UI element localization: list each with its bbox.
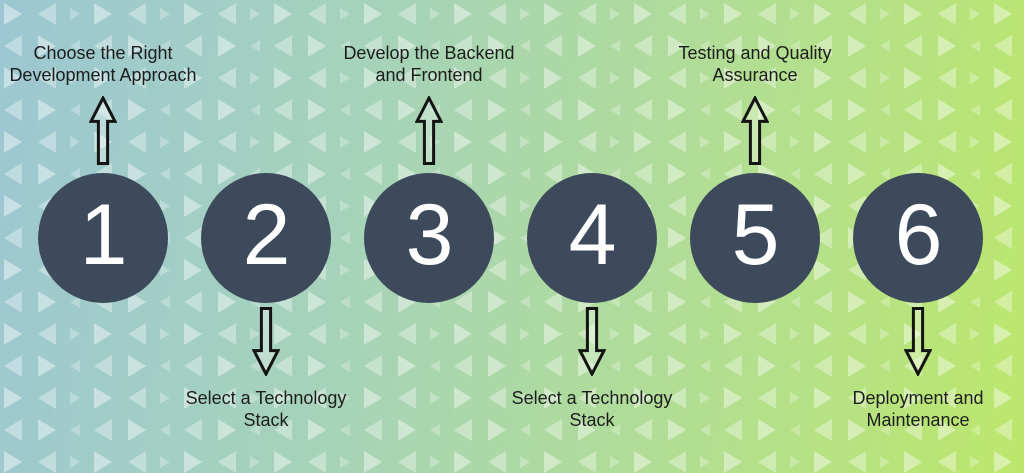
step-label: Select a Technology Stack xyxy=(156,387,376,431)
arrow-up-icon xyxy=(415,96,443,165)
step-circle: 1 xyxy=(38,173,168,303)
arrow-up-icon xyxy=(741,96,769,165)
step-2: 2 Select a Technology Stack xyxy=(156,0,376,473)
step-label-line: Stack xyxy=(243,410,289,430)
step-label-line: Develop the Backend xyxy=(343,43,515,63)
step-label-line: Deployment and xyxy=(852,388,984,408)
arrow-down-icon xyxy=(578,307,606,376)
arrow-up-icon xyxy=(89,96,117,165)
step-label: Develop the Backend and Frontend xyxy=(319,42,539,86)
arrow-down-icon xyxy=(904,307,932,376)
step-circle: 5 xyxy=(690,173,820,303)
step-label-line: Stack xyxy=(569,410,615,430)
step-number: 2 xyxy=(242,187,291,283)
step-circle: 3 xyxy=(364,173,494,303)
arrow-down-icon xyxy=(252,307,280,376)
step-label-line: Assurance xyxy=(712,65,798,85)
step-label-line: Choose the Right xyxy=(33,43,173,63)
step-1: Choose the Right Development Approach 1 xyxy=(0,0,213,473)
step-label: Select a Technology Stack xyxy=(482,387,702,431)
step-circle: 4 xyxy=(527,173,657,303)
step-number: 4 xyxy=(568,187,617,283)
step-label: Testing and Quality Assurance xyxy=(645,42,865,86)
step-number: 5 xyxy=(731,187,780,283)
step-6: 6 Deployment and Maintenance xyxy=(808,0,1024,473)
step-4: 4 Select a Technology Stack xyxy=(482,0,702,473)
step-label-line: Select a Technology xyxy=(511,388,673,408)
step-label-line: and Frontend xyxy=(375,65,483,85)
step-number: 1 xyxy=(79,187,128,283)
step-label: Deployment and Maintenance xyxy=(808,387,1024,431)
step-number: 6 xyxy=(894,187,943,283)
step-5: Testing and Quality Assurance 5 xyxy=(645,0,865,473)
step-label-line: Testing and Quality xyxy=(678,43,832,63)
step-circle: 2 xyxy=(201,173,331,303)
step-3: Develop the Backend and Frontend 3 xyxy=(319,0,539,473)
step-label-line: Select a Technology xyxy=(185,388,347,408)
step-number: 3 xyxy=(405,187,454,283)
step-label: Choose the Right Development Approach xyxy=(0,42,213,86)
step-label-line: Maintenance xyxy=(866,410,970,430)
step-circle: 6 xyxy=(853,173,983,303)
step-label-line: Development Approach xyxy=(9,65,197,85)
